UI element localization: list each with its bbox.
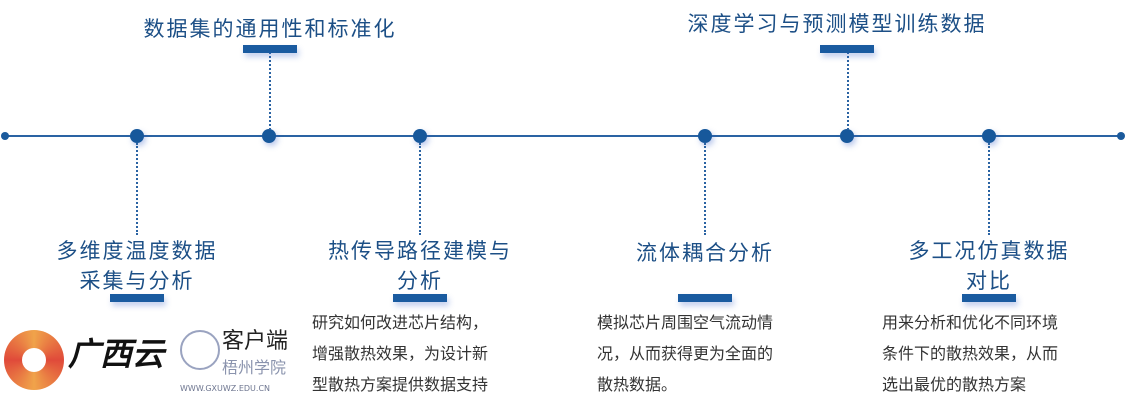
title-underline: [110, 294, 164, 302]
timeline-node-6: [982, 129, 996, 143]
brand-logo-icon: [4, 330, 64, 390]
title-line: 多工况仿真数据: [908, 239, 1070, 263]
title-underline: [393, 294, 447, 302]
milestone-title: 流体耦合分析: [636, 238, 774, 268]
desc-line: 况，从而获得更为全面的: [597, 344, 774, 363]
timeline-node-3: [413, 129, 427, 143]
school-seal-icon: [180, 330, 220, 370]
timeline-node-1: [130, 129, 144, 143]
desc-line: 型散热方案提供数据支持: [312, 375, 489, 394]
timeline-node-4: [698, 129, 712, 143]
desc-line: 研究如何改进芯片结构，: [312, 313, 489, 332]
watermark-school: 梧州学院: [222, 358, 287, 377]
connector: [704, 143, 706, 235]
title-line: 采集与分析: [79, 269, 195, 293]
desc-line: 条件下的散热效果，从而: [882, 344, 1059, 363]
title-underline: [243, 45, 297, 53]
milestone-description: 研究如何改进芯片结构， 增强散热效果，为设计新 型散热方案提供数据支持: [312, 307, 488, 400]
title-line: 多维度温度数据: [56, 239, 218, 263]
connector: [988, 143, 990, 235]
timeline-node-2: [262, 129, 276, 143]
milestone-title: 深度学习与预测模型训练数据: [687, 12, 987, 36]
watermark-suffix: 客户端: [222, 329, 289, 354]
desc-line: 增强散热效果，为设计新: [312, 344, 489, 363]
watermark-url: WWW.GXUWZ.EDU.CN: [180, 384, 271, 393]
milestone-title: 多工况仿真数据 对比: [909, 236, 1070, 296]
title-underline: [962, 294, 1016, 302]
connector: [136, 143, 138, 235]
watermark: 广西云 客户端 梧州学院 WWW.GXUWZ.EDU.CN: [4, 322, 304, 404]
desc-line: 选出最优的散热方案: [882, 375, 1027, 394]
milestone-title: 数据集的通用性和标准化: [143, 17, 397, 41]
title-underline: [820, 45, 874, 53]
title-underline: [678, 294, 732, 302]
connector: [269, 48, 271, 130]
connector: [847, 48, 849, 130]
timeline-node-5: [840, 129, 854, 143]
watermark-brand: 广西云: [68, 335, 165, 373]
title-line: 热传导路径建模与: [328, 239, 512, 263]
timeline-axis: [5, 135, 1120, 137]
timeline-end-dot: [1117, 132, 1125, 140]
title-line: 流体耦合分析: [636, 241, 774, 265]
milestone-title: 多维度温度数据 采集与分析: [57, 236, 218, 296]
desc-line: 用来分析和优化不同环境: [882, 313, 1059, 332]
title-line: 分析: [397, 269, 443, 293]
connector: [419, 143, 421, 235]
timeline-start-dot: [1, 132, 9, 140]
title-line: 对比: [966, 269, 1012, 293]
milestone-title: 热传导路径建模与 分析: [328, 236, 512, 296]
desc-line: 模拟芯片周围空气流动情: [597, 313, 774, 332]
milestone-description: 模拟芯片周围空气流动情 况，从而获得更为全面的 散热数据。: [597, 307, 773, 400]
milestone-description: 用来分析和优化不同环境 条件下的散热效果，从而 选出最优的散热方案: [882, 307, 1058, 400]
desc-line: 散热数据。: [597, 375, 678, 394]
